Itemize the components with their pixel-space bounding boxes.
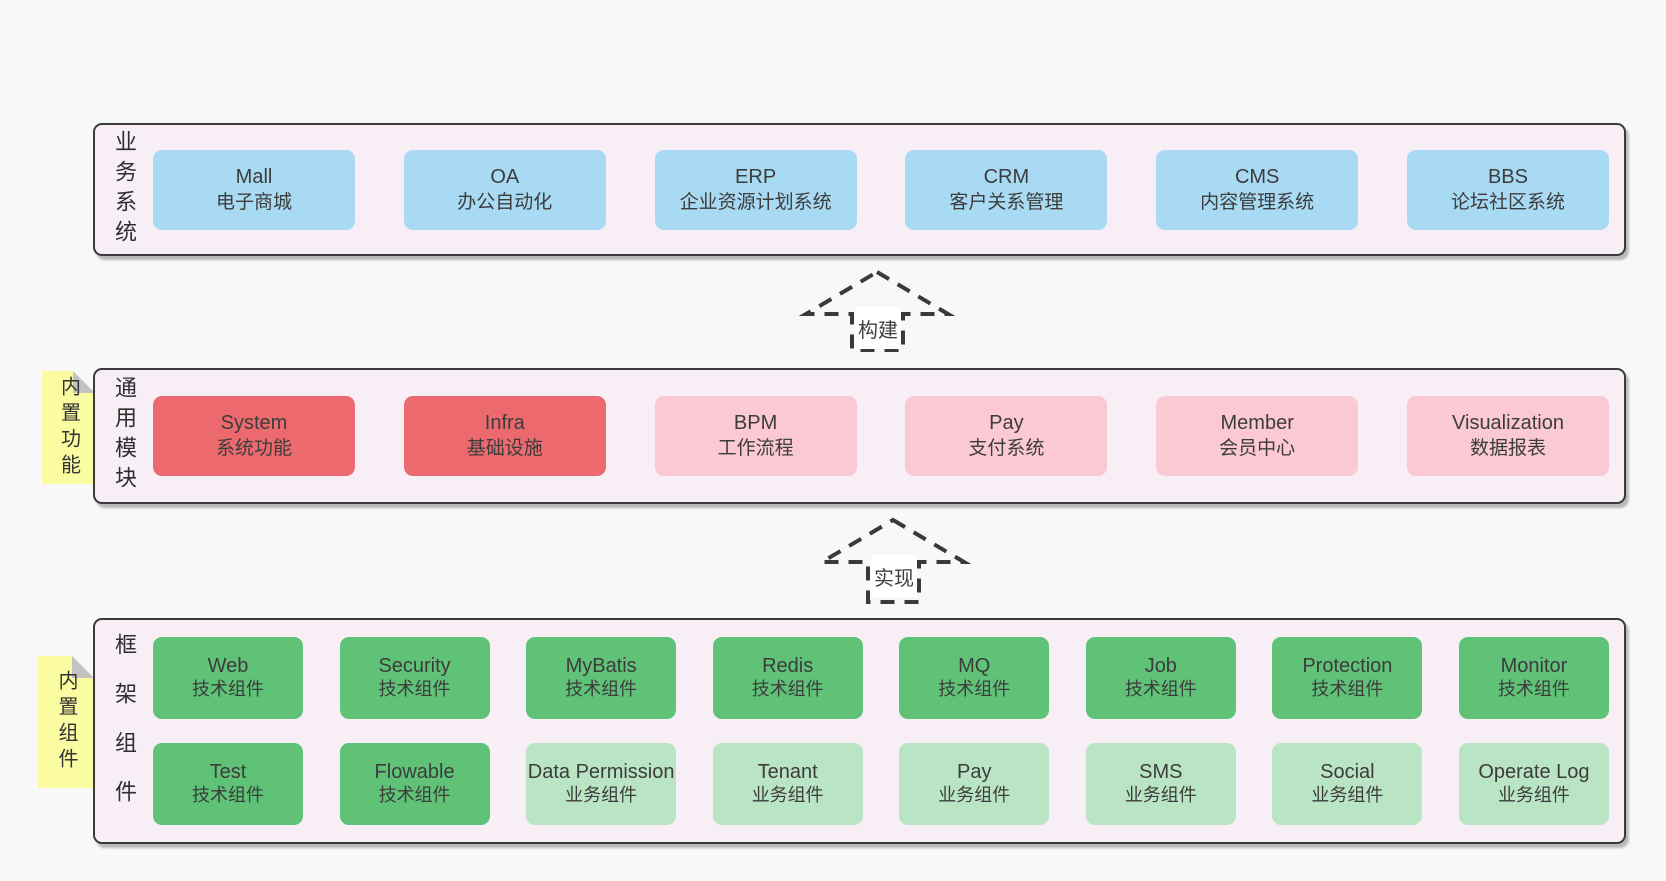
box-title: Visualization <box>1452 412 1564 434</box>
box-subtitle: 企业资源计划系统 <box>679 191 832 213</box>
box-subtitle: 业务组件 <box>1311 785 1384 805</box>
box-job: Job 技术组件 <box>1085 637 1236 719</box>
box-title: SMS <box>1139 761 1183 783</box>
box-title: Infra <box>484 412 525 434</box>
box-title: Social <box>1320 761 1375 783</box>
box-infra: Infra 基础设施 <box>403 396 606 476</box>
sticky-note-built-in-components: 内置组件 <box>38 656 94 788</box>
box-subtitle: 业务组件 <box>938 785 1011 805</box>
box-subtitle: 业务组件 <box>565 785 638 805</box>
box-subtitle: 技术组件 <box>1311 679 1384 699</box>
box-subtitle: 技术组件 <box>378 785 451 805</box>
box-subtitle: 系统功能 <box>215 438 292 459</box>
box-web: Web 技术组件 <box>153 637 303 719</box>
box-flowable: Flowable 技术组件 <box>339 743 490 825</box>
box-title: Redis <box>762 655 814 677</box>
business-systems-label: 业务系统 <box>112 129 137 250</box>
box-title: Web <box>207 655 249 677</box>
box-title: CRM <box>983 165 1030 188</box>
box-test: Test 技术组件 <box>153 743 303 825</box>
box-title: Protection <box>1302 655 1393 677</box>
framework-components-label: 框架组件 <box>112 633 137 829</box>
box-pay-component: Pay 业务组件 <box>899 743 1050 825</box>
box-bbs: BBS 论坛社区系统 <box>1406 149 1609 230</box>
box-title: BBS <box>1487 165 1528 188</box>
box-subtitle: 技术组件 <box>938 679 1011 699</box>
box-crm: CRM 客户关系管理 <box>905 149 1108 230</box>
box-sms: SMS 业务组件 <box>1085 743 1236 825</box>
build-arrow-icon <box>798 269 956 352</box>
box-tenant: Tenant 业务组件 <box>712 743 863 825</box>
box-subtitle: 数据报表 <box>1469 438 1546 459</box>
box-title: Tenant <box>757 761 818 783</box>
box-title: Member <box>1220 412 1294 434</box>
implement-arrow-label: 实现 <box>871 555 917 597</box>
box-member: Member 会员中心 <box>1156 396 1359 476</box>
business-systems-container: 业务系统 Mall 电子商城 OA 办公自动化 ERP 企业资源计划系统 CRM… <box>93 123 1626 256</box>
box-title: MQ <box>958 655 991 677</box>
box-cms: CMS 内容管理系统 <box>1156 149 1359 230</box>
box-subtitle: 技术组件 <box>192 785 264 805</box>
box-subtitle: 工作流程 <box>717 438 794 459</box>
box-title: Job <box>1144 655 1177 677</box>
box-title: BPM <box>733 412 778 434</box>
box-subtitle: 技术组件 <box>192 679 264 699</box>
box-title: Operate Log <box>1478 761 1590 783</box>
box-redis: Redis 技术组件 <box>712 637 863 719</box>
box-title: Test <box>209 761 247 783</box>
box-title: Security <box>378 655 451 677</box>
box-subtitle: 技术组件 <box>751 679 824 699</box>
common-modules-label: 通用模块 <box>112 376 137 496</box>
common-modules-container: 通用模块 System 系统功能 Infra 基础设施 BPM 工作流程 Pay… <box>93 368 1626 504</box>
box-title: Flowable <box>374 761 455 783</box>
box-title: CMS <box>1234 165 1280 188</box>
box-bpm: BPM 工作流程 <box>654 396 857 476</box>
build-arrow-label: 构建 <box>855 307 901 349</box>
box-subtitle: 客户关系管理 <box>949 191 1064 213</box>
box-mybatis: MyBatis 技术组件 <box>526 637 677 719</box>
box-social: Social 业务组件 <box>1272 743 1423 825</box>
box-security: Security 技术组件 <box>339 637 490 719</box>
box-erp: ERP 企业资源计划系统 <box>654 149 857 230</box>
box-title: Data Permission <box>527 761 675 783</box>
implement-arrow-icon <box>814 517 972 604</box>
box-title: MyBatis <box>565 655 637 677</box>
box-oa: OA 办公自动化 <box>403 149 606 230</box>
box-mall: Mall 电子商城 <box>153 149 355 230</box>
box-subtitle: 内容管理系统 <box>1200 191 1315 213</box>
box-visualization: Visualization 数据报表 <box>1406 396 1609 476</box>
box-pay-system: Pay 支付系统 <box>905 396 1108 476</box>
box-subtitle: 支付系统 <box>968 438 1045 459</box>
box-title: Mall <box>235 165 273 188</box>
box-monitor: Monitor 技术组件 <box>1458 637 1609 719</box>
box-data-permission: Data Permission 业务组件 <box>526 743 677 825</box>
box-subtitle: 办公自动化 <box>457 191 553 213</box>
box-subtitle: 技术组件 <box>1124 679 1197 699</box>
box-subtitle: 会员中心 <box>1219 438 1296 459</box>
box-subtitle: 技术组件 <box>565 679 638 699</box>
box-subtitle: 基础设施 <box>466 438 543 459</box>
box-subtitle: 业务组件 <box>751 785 824 805</box>
sticky-note-text: 内置功能 <box>57 375 80 480</box>
box-subtitle: 电子商城 <box>215 191 292 213</box>
sticky-note-built-in-features: 内置功能 <box>42 371 95 484</box>
box-subtitle: 业务组件 <box>1497 785 1570 805</box>
box-title: Monitor <box>1500 655 1568 677</box>
box-system: System 系统功能 <box>153 396 355 476</box>
box-title: Pay <box>989 412 1024 434</box>
box-subtitle: 业务组件 <box>1124 785 1197 805</box>
box-operate-log: Operate Log 业务组件 <box>1458 743 1609 825</box>
box-subtitle: 论坛社区系统 <box>1450 191 1565 213</box>
framework-components-container: 框架组件 Web 技术组件 Security 技术组件 MyBatis 技术组件… <box>93 618 1626 844</box>
box-subtitle: 技术组件 <box>378 679 451 699</box>
box-title: Pay <box>957 761 992 783</box>
sticky-note-paper <box>38 656 94 788</box>
sticky-note-text: 内置组件 <box>55 670 77 774</box>
box-title: ERP <box>735 165 777 188</box>
box-title: OA <box>490 165 520 188</box>
box-protection: Protection 技术组件 <box>1272 637 1423 719</box>
box-subtitle: 技术组件 <box>1497 679 1570 699</box>
box-title: System <box>220 412 288 434</box>
box-mq: MQ 技术组件 <box>899 637 1050 719</box>
